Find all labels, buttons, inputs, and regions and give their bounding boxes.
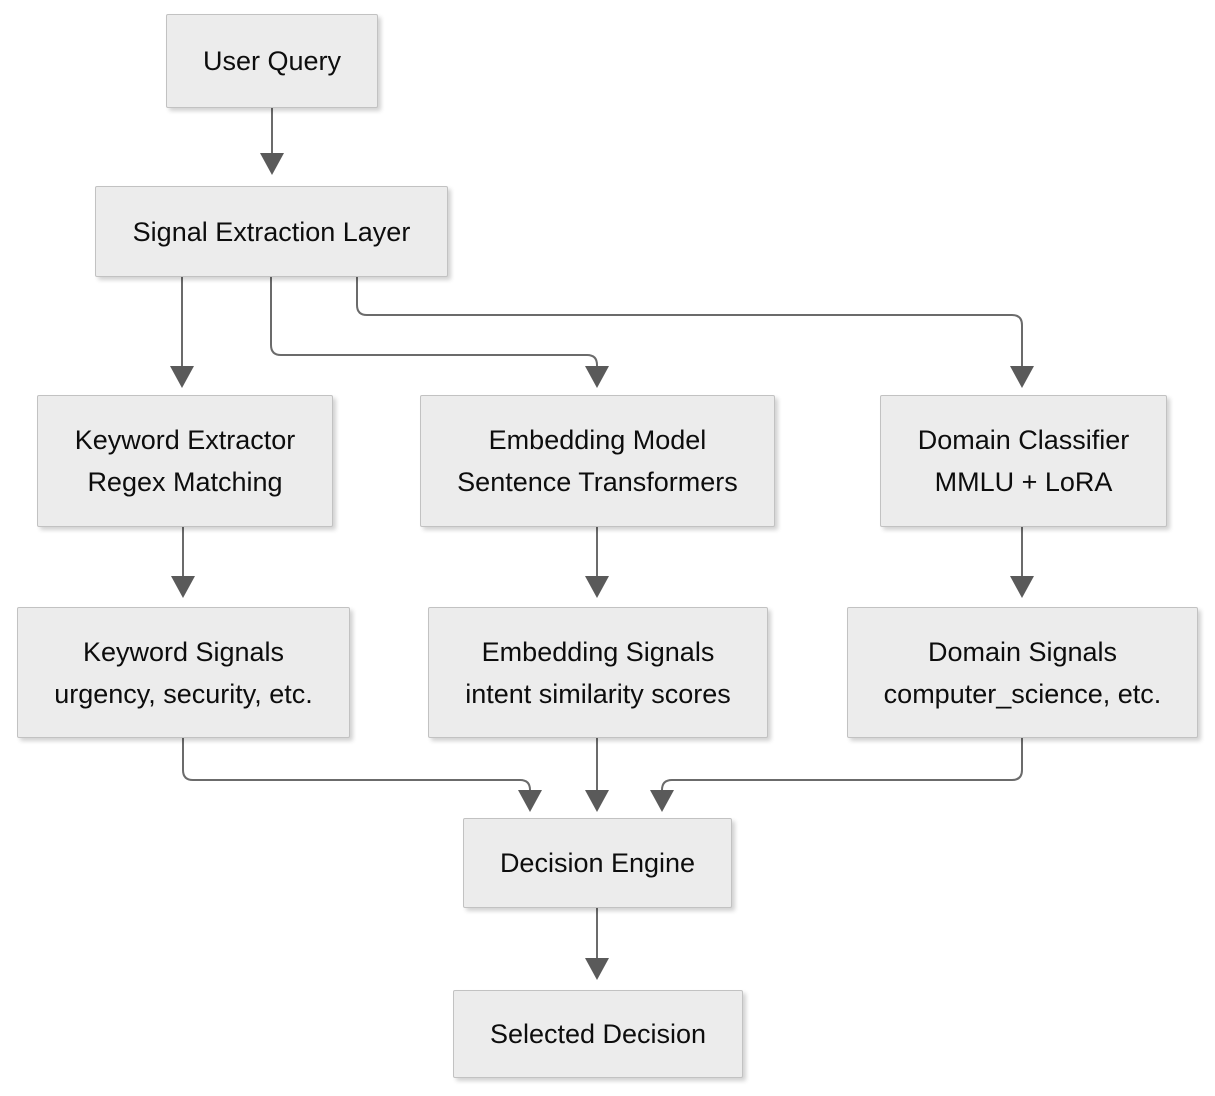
- node-domain-classifier-sublabel: MMLU + LoRA: [934, 467, 1113, 497]
- edge-decision-engine-to-selected-decision: [585, 908, 609, 980]
- node-decision-engine-label: Decision Engine: [499, 848, 696, 878]
- node-embedding-model-label: Embedding Model: [488, 425, 707, 455]
- node-domain-signals: Domain Signals computer_science, etc.: [847, 607, 1198, 738]
- edge-signal-extraction-to-keyword-extractor: [170, 277, 194, 388]
- node-embedding-model-sublabel: Sentence Transformers: [457, 467, 738, 497]
- node-keyword-signals-sublabel: urgency, security, etc.: [54, 678, 313, 709]
- edge-signal-extraction-to-embedding-model: [270, 277, 609, 388]
- node-domain-signals-label: Domain Signals: [927, 636, 1118, 667]
- node-keyword-signals: Keyword Signals urgency, security, etc.: [17, 607, 350, 738]
- node-decision-engine: Decision Engine: [463, 818, 732, 908]
- node-keyword-signals-label: Keyword Signals: [82, 636, 285, 667]
- node-embedding-signals: Embedding Signals intent similarity scor…: [428, 607, 768, 738]
- node-signal-extraction-layer-label: Signal Extraction Layer: [132, 216, 411, 247]
- edge-domain-classifier-to-domain-signals: [1010, 527, 1034, 598]
- edge-user-query-to-signal-extraction: [260, 108, 284, 175]
- node-keyword-extractor-label: Keyword Extractor: [74, 425, 296, 455]
- edge-keyword-signals-to-decision-engine: [182, 738, 542, 812]
- node-domain-classifier: Domain Classifier MMLU + LoRA: [880, 395, 1167, 527]
- node-keyword-extractor-sublabel: Regex Matching: [87, 467, 283, 497]
- edge-signal-extraction-to-domain-classifier: [356, 277, 1034, 388]
- node-embedding-signals-sublabel: intent similarity scores: [465, 678, 731, 709]
- node-keyword-extractor: Keyword Extractor Regex Matching: [37, 395, 333, 527]
- node-domain-classifier-label: Domain Classifier: [917, 425, 1130, 455]
- node-user-query-label: User Query: [202, 46, 342, 76]
- node-embedding-signals-label: Embedding Signals: [481, 636, 715, 667]
- node-selected-decision-label: Selected Decision: [489, 1019, 707, 1049]
- edge-embedding-model-to-embedding-signals: [585, 527, 609, 598]
- node-selected-decision: Selected Decision: [453, 990, 743, 1078]
- node-user-query: User Query: [166, 14, 378, 108]
- edge-domain-signals-to-decision-engine: [650, 738, 1023, 812]
- node-embedding-model: Embedding Model Sentence Transformers: [420, 395, 775, 527]
- edge-embedding-signals-to-decision-engine: [585, 738, 609, 812]
- node-signal-extraction-layer: Signal Extraction Layer: [95, 186, 448, 277]
- edge-keyword-extractor-to-keyword-signals: [171, 527, 195, 598]
- node-domain-signals-sublabel: computer_science, etc.: [883, 678, 1162, 709]
